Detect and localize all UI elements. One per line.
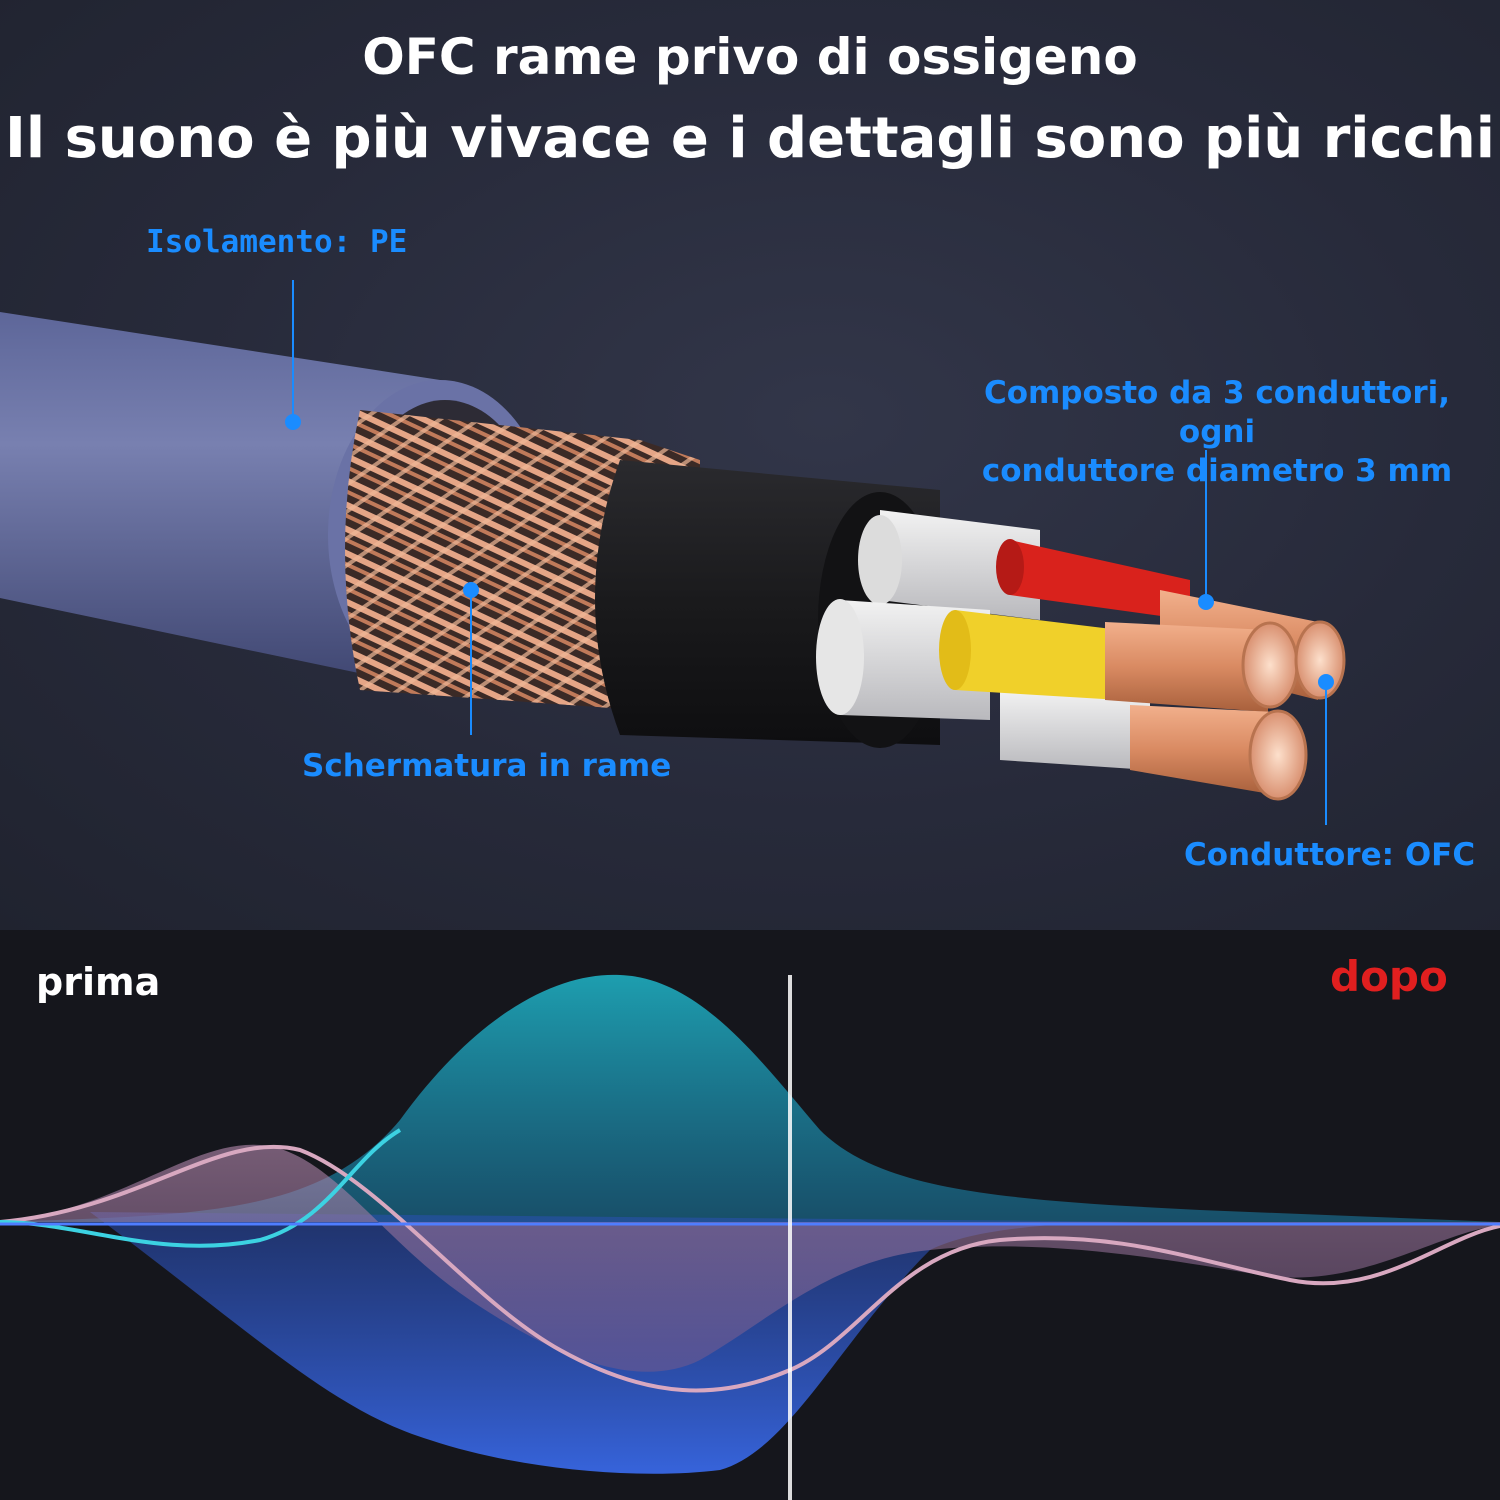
after-label: dopo (1330, 952, 1448, 1001)
composition-line-1: Composto da 3 conduttori, ogni (983, 375, 1451, 450)
before-label: prima (36, 960, 161, 1004)
shielding-label: Schermatura in rame (302, 748, 672, 784)
title-line-1: OFC rame privo di ossigeno (362, 28, 1138, 86)
composition-line-2: conduttore diametro 3 mm (981, 453, 1453, 489)
ofc-conductors (1105, 590, 1346, 801)
composition-label: Composto da 3 conduttori, ogni conduttor… (942, 374, 1492, 491)
before-waveform (0, 1128, 1500, 1393)
red-insulation (1010, 540, 1190, 620)
insulation-label: Isolamento: PE (146, 224, 408, 260)
title-line-2: Il suono è più vivace e i dettagli sono … (5, 106, 1495, 171)
cable-cross-section-graphic (0, 280, 1346, 825)
conductor-label: Conduttore: OFC (1184, 837, 1476, 873)
yellow-insulation (955, 610, 1120, 700)
